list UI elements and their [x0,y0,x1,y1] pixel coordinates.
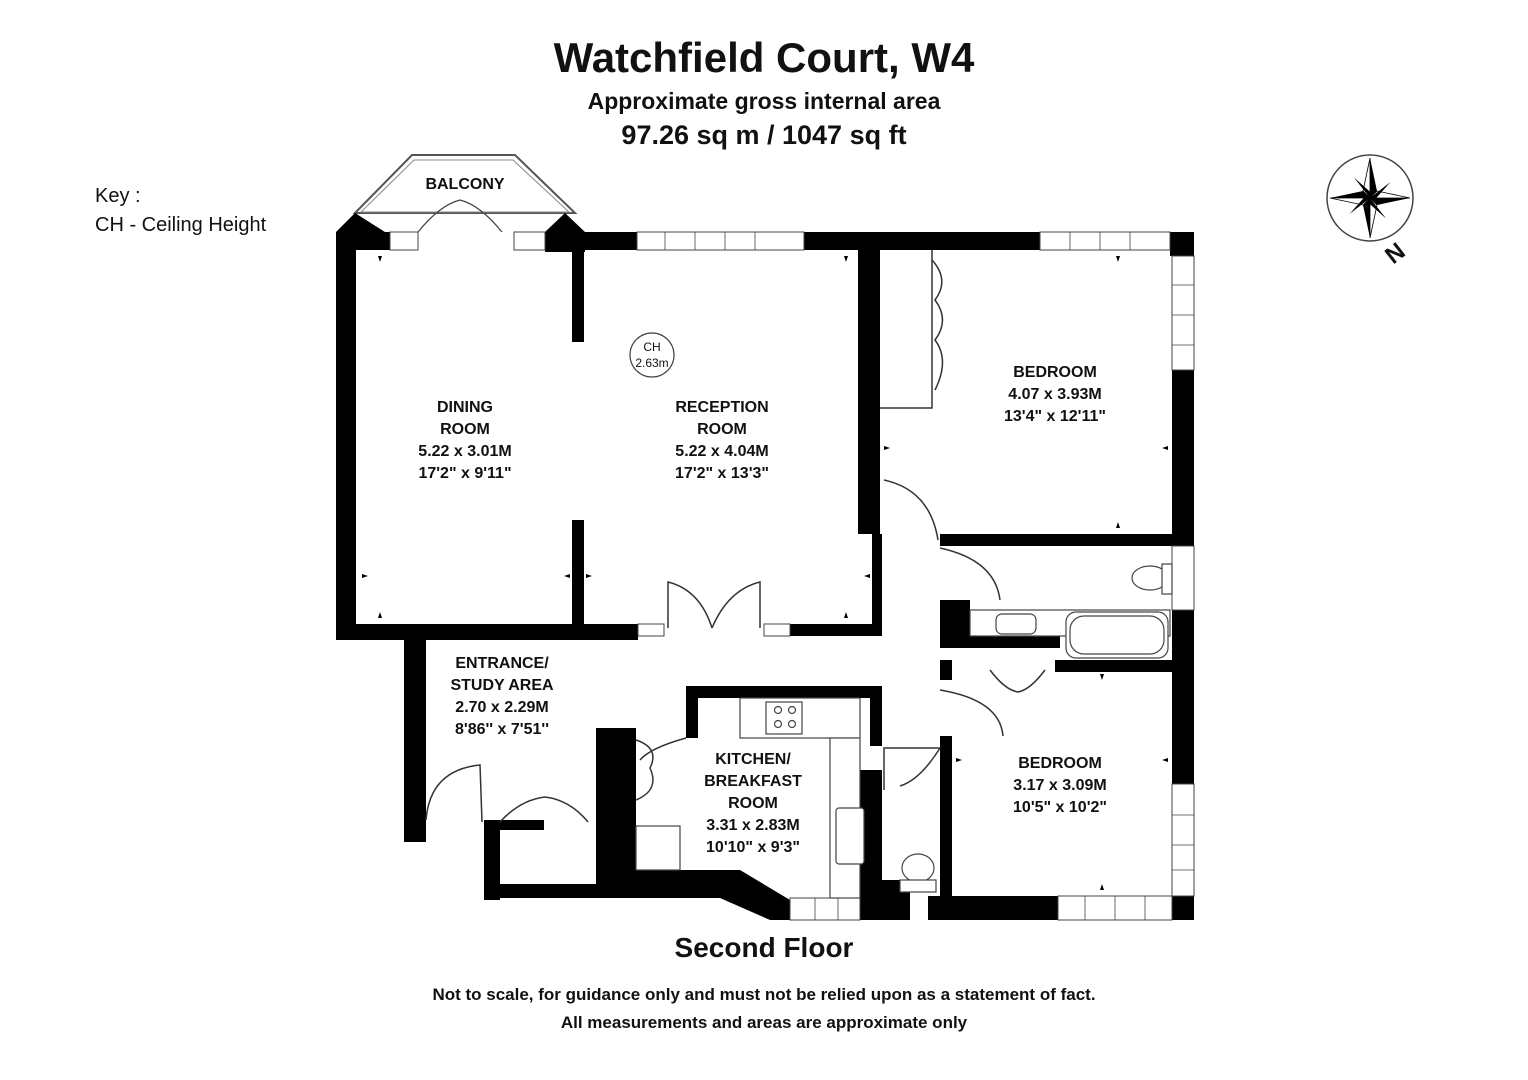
ceiling-height-key: CH [643,340,661,354]
room-metric: 4.07 x 3.93M [1008,386,1102,403]
room-label-reception: RECEPTION ROOM 5.22 x 4.04M 17'2" x 13'3… [642,397,802,485]
room-imperial: 17'2" x 13'3" [675,465,769,482]
bathroom-fittings [899,563,1173,893]
room-name: BEDROOM [1018,755,1102,772]
balcony-doors [417,199,503,233]
room-label-balcony: BALCONY [405,174,525,196]
room-metric: 2.70 x 2.29M [455,699,549,716]
room-metric: 5.22 x 4.04M [675,443,769,460]
room-metric: 3.31 x 2.83M [706,817,800,834]
plan-title: Watchfield Court, W4 [553,34,975,81]
key-entry: CH - Ceiling Height [95,214,267,236]
compass-icon [1326,154,1414,242]
room-name: KITCHEN/ [715,751,791,768]
ceiling-height-marker [629,332,675,378]
ceiling-height-label: CH 2.63m [630,339,674,371]
room-metric: 5.22 x 3.01M [418,443,512,460]
room-name: BALCONY [425,176,505,193]
room-label-kitchen: KITCHEN/ BREAKFAST ROOM 3.31 x 2.83M 10'… [678,749,828,859]
disclaimer-line-1: Not to scale, for guidance only and must… [432,985,1096,1004]
room-name: BREAKFAST [704,773,802,790]
room-name: ROOM [440,421,490,438]
room-imperial: 10'10" x 9'3" [706,839,800,856]
kitchen-fittings [635,697,865,899]
key-legend: Key : CH - Ceiling Height [95,182,266,240]
room-imperial: 10'5" x 10'2" [1013,799,1107,816]
area-value: 97.26 sq m / 1047 sq ft [621,120,907,150]
doors [425,250,1046,823]
room-label-bedroom-1: BEDROOM 4.07 x 3.93M 13'4" x 12'11" [970,362,1140,428]
room-name: ENTRANCE/ [455,655,549,672]
dimension-ticks [362,256,1168,890]
room-name: ROOM [728,795,778,812]
walls [336,213,1194,920]
window-mullions [664,232,1194,920]
floor-label: Second Floor [674,932,854,963]
room-name: RECEPTION [675,399,769,416]
room-label-bedroom-2: BEDROOM 3.17 x 3.09M 10'5" x 10'2" [985,753,1135,819]
key-heading: Key : [95,185,141,207]
balcony-outline-inner [359,159,571,213]
room-name: DINING [437,399,493,416]
disclaimer-line-2: All measurements and areas are approxima… [560,1013,968,1032]
room-label-entrance: ENTRANCE/ STUDY AREA 2.70 x 2.29M 8'86''… [422,653,582,741]
area-subtitle: Approximate gross internal area [587,88,941,114]
room-imperial: 13'4" x 12'11" [1004,408,1106,425]
windows [389,231,1195,921]
room-imperial: 8'86'' x 7'51'' [454,721,549,738]
room-name: ROOM [697,421,747,438]
ceiling-height-value: 2.63m [635,356,669,370]
balcony-outline [352,154,578,214]
room-label-dining: DINING ROOM 5.22 x 3.01M 17'2" x 9'11" [385,397,545,485]
room-name: BEDROOM [1013,364,1097,381]
room-metric: 3.17 x 3.09M [1013,777,1107,794]
room-name: STUDY AREA [450,677,554,694]
room-imperial: 17'2" x 9'11" [418,465,512,482]
